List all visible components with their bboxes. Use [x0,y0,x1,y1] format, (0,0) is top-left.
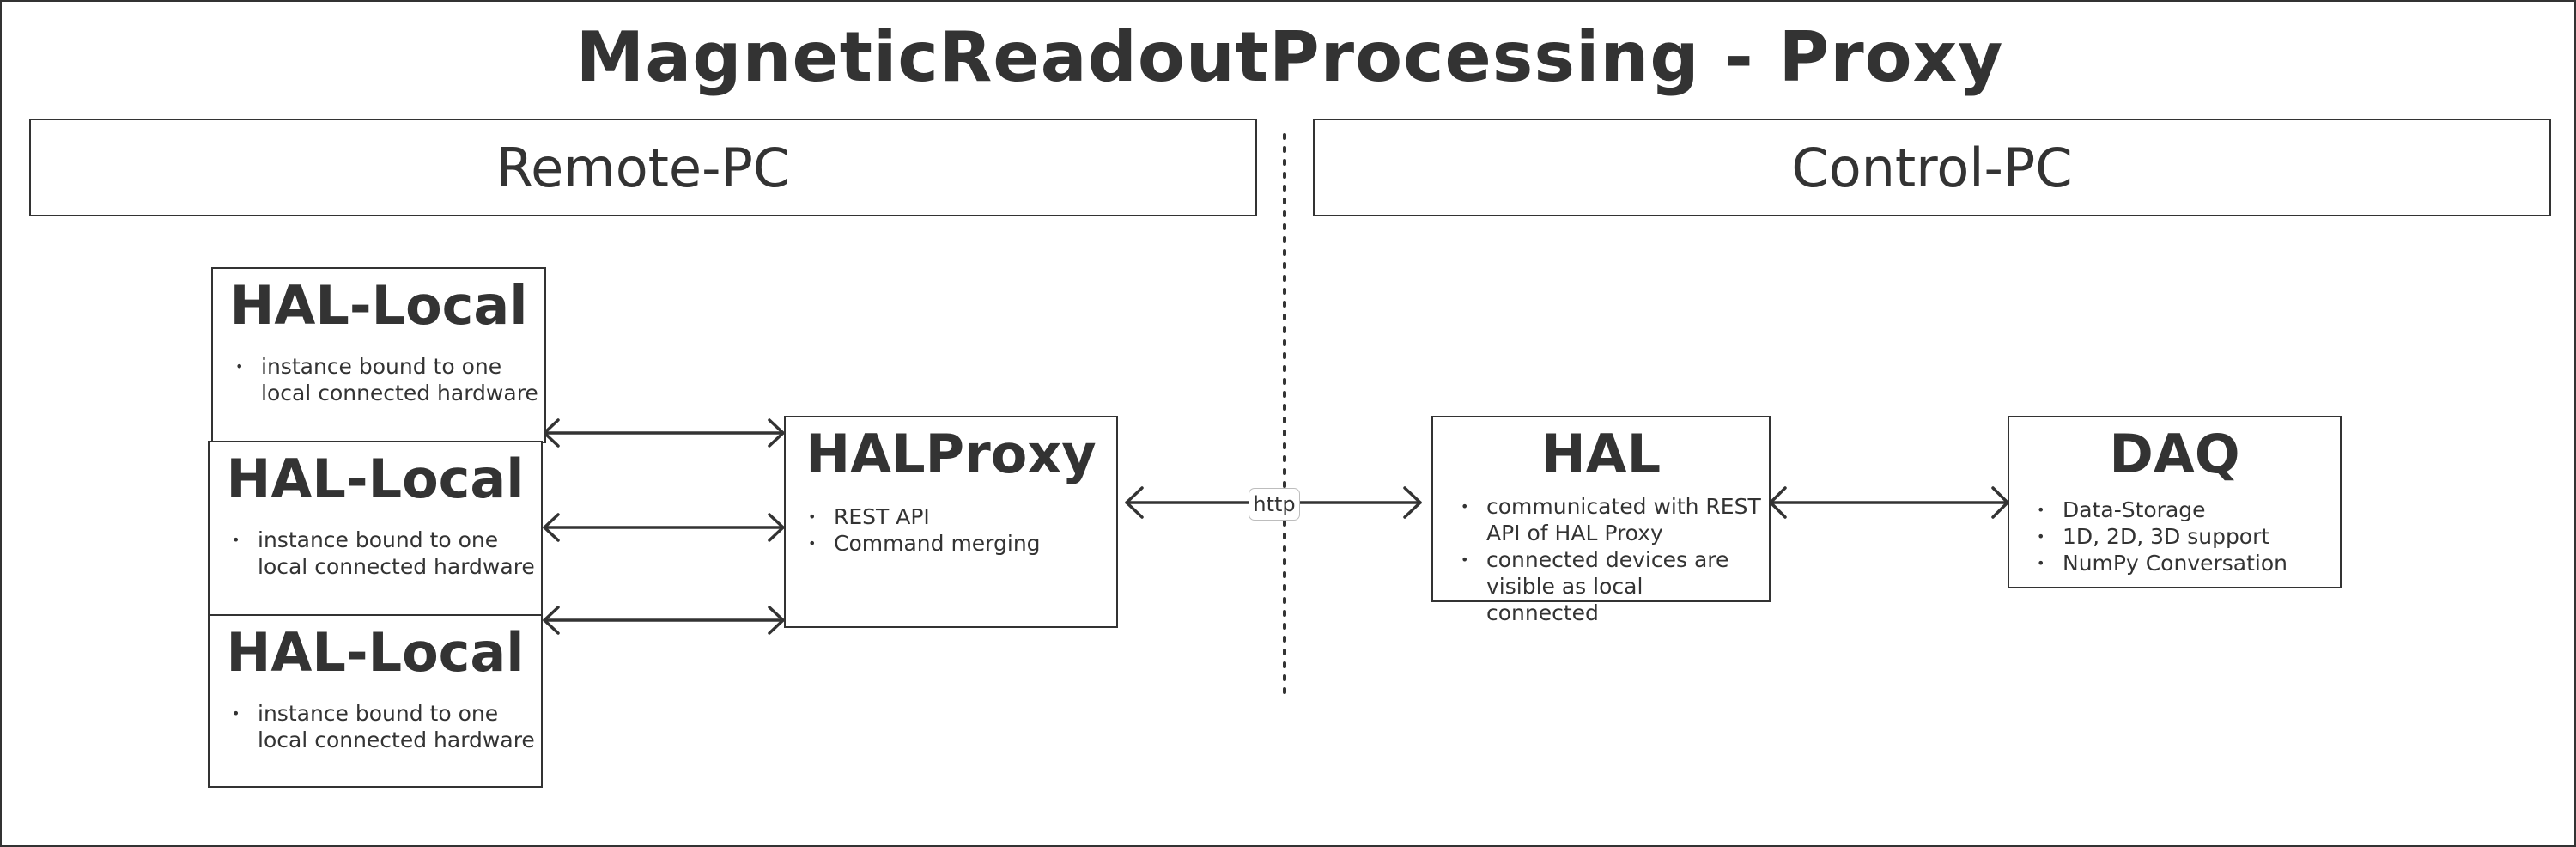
list-item: instance bound to one local connected ha… [232,527,541,580]
region-control-pc-label: Control-PC [1791,136,2073,199]
daq-items: Data-Storage 1D, 2D, 3D support NumPy Co… [2009,497,2340,576]
hal-local-box: HAL-Local instance bound to one local co… [211,267,546,443]
hal-local-title: HAL-Local [226,621,525,684]
hal-proxy-box: HALProxy REST API Command merging [784,416,1118,628]
hal-local-box: HAL-Local instance bound to one local co… [208,614,543,788]
hal-title: HAL [1540,423,1662,485]
arrow-hal-local-2-to-proxy [543,513,785,542]
hal-proxy-items: REST API Command merging [786,503,1116,557]
hal-local-items: instance bound to one local connected ha… [210,700,541,753]
arrow-hal-to-daq [1769,486,2009,519]
diagram-title: MagneticReadoutProcessing - Proxy [575,17,2004,97]
region-remote-pc-label: Remote-PC [495,136,791,199]
list-item: REST API [808,503,1116,530]
list-item: connected devices are visible as local c… [1461,546,1761,626]
hal-local-title: HAL-Local [229,274,528,337]
hal-local-title: HAL-Local [226,448,525,510]
hal-local-box: HAL-Local instance bound to one local co… [208,441,543,617]
daq-box: DAQ Data-Storage 1D, 2D, 3D support NumP… [2008,416,2342,588]
region-control-pc: Control-PC [1313,119,2551,216]
arrow-hal-local-1-to-proxy [543,418,785,448]
hal-proxy-title: HALProxy [805,423,1097,485]
arrow-hal-local-3-to-proxy [543,606,785,635]
hal-local-items: instance bound to one local connected ha… [213,353,544,406]
list-item: instance bound to one local connected ha… [232,700,541,753]
list-item: instance bound to one local connected ha… [235,353,544,406]
list-item: communicated with REST API of HAL Proxy [1461,493,1761,546]
hal-local-items: instance bound to one local connected ha… [210,527,541,580]
daq-title: DAQ [2109,423,2240,485]
list-item: NumPy Conversation [2037,550,2340,576]
http-link-label: http [1249,488,1300,521]
list-item: Data-Storage [2037,497,2340,523]
hal-items: communicated with REST API of HAL Proxy … [1433,493,1769,626]
region-remote-pc: Remote-PC [29,119,1257,216]
hal-box: HAL communicated with REST API of HAL Pr… [1431,416,1771,625]
list-item: Command merging [808,530,1116,557]
list-item: 1D, 2D, 3D support [2037,523,2340,550]
